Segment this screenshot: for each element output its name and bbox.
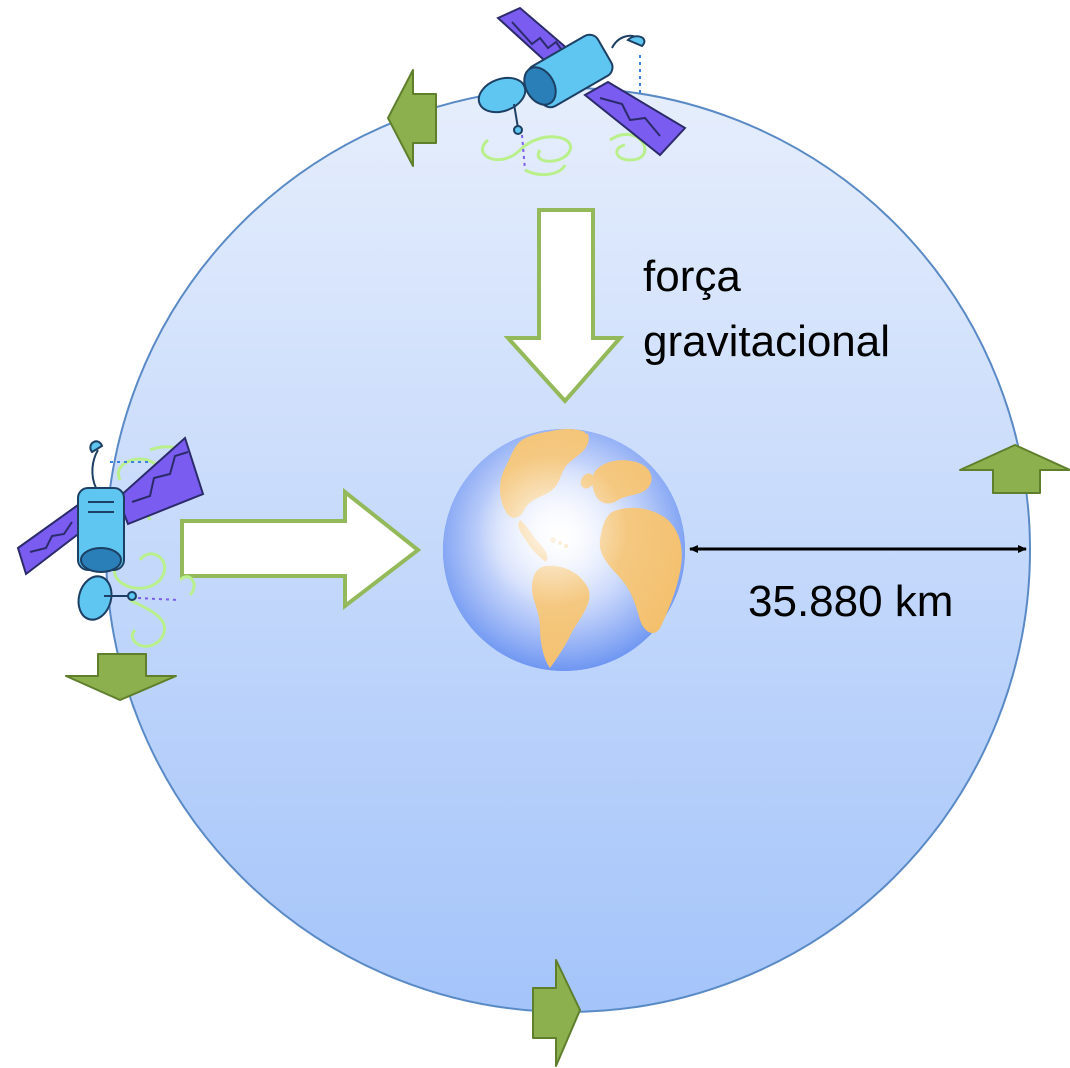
velocity-arrow-left [65,653,177,701]
force-label-line2: gravitacional [643,317,890,366]
earth-icon [443,429,685,671]
velocity-arrow-top [387,69,437,167]
force-label-line1: força [643,252,741,301]
satellite-icon-top [477,6,687,177]
velocity-arrow-bottom [532,959,581,1067]
force-arrow-right [180,487,422,611]
satellite-icon-left [16,436,205,648]
distance-label: 35.880 km [748,577,953,626]
force-arrow-down [503,208,625,405]
velocity-arrow-right [959,444,1070,494]
